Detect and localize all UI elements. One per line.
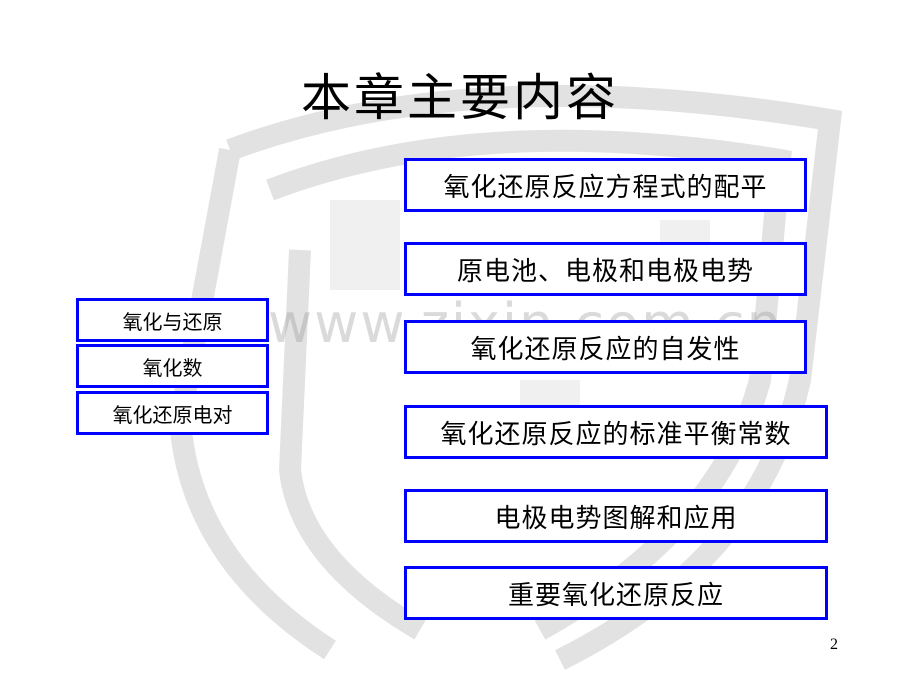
topic-box-equation-balancing[interactable]: 氧化还原反应方程式的配平: [404, 158, 807, 212]
topic-label: 氧化还原反应方程式的配平: [443, 172, 768, 203]
topic-box-potential-diagram[interactable]: 电极电势图解和应用: [404, 489, 828, 543]
topic-box-spontaneity[interactable]: 氧化还原反应的自发性: [404, 320, 807, 374]
topic-box-important-reactions[interactable]: 重要氧化还原反应: [404, 566, 828, 620]
topic-box-oxidation-reduction[interactable]: 氧化与还原: [76, 298, 269, 342]
topic-label: 氧化还原电对: [112, 402, 233, 427]
topic-label: 氧化数: [142, 355, 203, 380]
topic-label: 原电池、电极和电极电势: [456, 256, 754, 287]
topic-label: 氧化还原反应的自发性: [470, 334, 741, 365]
topic-box-redox-couple[interactable]: 氧化还原电对: [76, 391, 269, 435]
page-number: 2: [830, 636, 838, 653]
topic-box-oxidation-number[interactable]: 氧化数: [76, 344, 269, 388]
topic-box-equilibrium-constant[interactable]: 氧化还原反应的标准平衡常数: [404, 405, 828, 459]
topic-box-galvanic-cell[interactable]: 原电池、电极和电极电势: [404, 242, 807, 296]
topic-label: 氧化与还原: [122, 309, 223, 334]
topic-label: 电极电势图解和应用: [494, 503, 738, 534]
slide-title: 本章主要内容: [301, 69, 619, 127]
topic-label: 重要氧化还原反应: [507, 580, 724, 611]
topic-label: 氧化还原反应的标准平衡常数: [440, 419, 792, 450]
